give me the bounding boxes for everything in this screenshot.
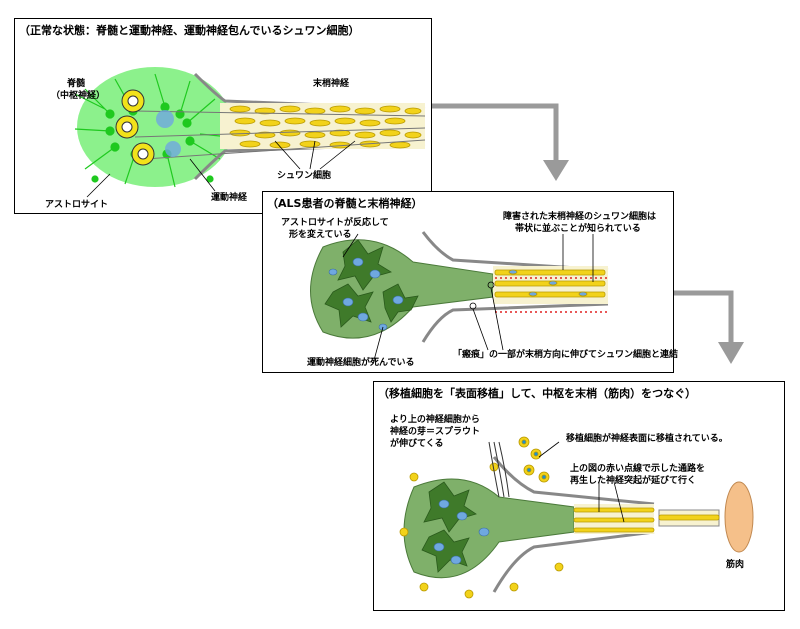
label-sprout-1: より上の神経細胞から <box>390 415 480 425</box>
panel-title: （正常な状態：脊髄と運動神経、運動神経包んでいるシュワン細胞） <box>19 24 360 37</box>
label-damaged-schwann-2: 帯状に並ぶことが知られている <box>515 224 641 234</box>
panel-transplant: （移植細胞を「表面移植」して、中枢を末梢（筋肉）をつなぐ） <box>373 381 785 611</box>
transplant-illustration <box>399 436 754 599</box>
label-cns: （中枢神経） <box>51 91 106 101</box>
red-dotted-pathways <box>495 277 608 313</box>
label-sprout-3: が伸びてくる <box>390 439 444 449</box>
motor-neurons <box>115 89 181 166</box>
arrowhead-1 <box>543 160 569 181</box>
label-astrocyte-reactive-1: アストロサイトが反応して <box>281 218 389 228</box>
als-spinal-cord-illustration <box>310 231 609 365</box>
label-sprout-2: 神経の芽＝スプラウト <box>390 427 481 437</box>
muscle <box>724 481 754 553</box>
arrowhead-2 <box>718 342 744 364</box>
motor-axons <box>134 110 426 160</box>
banded-schwann-cells <box>494 269 606 298</box>
label-spinal-cord: 脊髄 <box>67 79 86 89</box>
scar-tissue <box>310 239 494 339</box>
label-schwann-cell: シュワン細胞 <box>277 171 332 181</box>
label-astrocyte: アストロサイト <box>45 200 109 210</box>
leader-lines <box>538 441 625 523</box>
transplanted-cells <box>399 436 564 599</box>
sheath-outline <box>421 231 609 343</box>
arrow-panel2-to-panel3 <box>674 290 734 350</box>
label-muscle: 筋肉 <box>726 560 745 570</box>
label-regeneration-1: 上の図の赤い点線で示した通路を <box>570 464 706 474</box>
panel-normal-state: （正常な状態：脊髄と運動神経、運動神経包んでいるシュワン細胞） <box>14 18 432 214</box>
spinal-tissue <box>77 67 233 187</box>
distal-axon <box>658 514 720 521</box>
normal-spinal-cord-illustration <box>74 67 426 198</box>
label-peripheral-nerve: 末梢神経 <box>313 79 350 89</box>
sprout-lines <box>488 441 510 498</box>
label-motor-nerve: 運動神経 <box>211 193 248 203</box>
leader-lines <box>342 233 594 365</box>
label-transplanted-cells: 移植細胞が神経表面に移植されている。 <box>566 434 728 444</box>
label-damaged-schwann-1: 障害された末梢神経のシュワン細胞は <box>503 212 657 222</box>
label-regeneration-2: 再生した神経突起が延びて行く <box>570 476 697 486</box>
label-scar-connection: 「瘢痕」の一部が末梢方向に伸びてシュワン細胞と連結 <box>453 350 679 360</box>
panel-title: （ALS患者の脊髄と末梢神経） <box>267 197 423 210</box>
peripheral-nerve-outline <box>193 72 426 181</box>
leader-lines <box>86 140 356 198</box>
nuclei <box>433 499 490 565</box>
label-motor-neuron-dying: 運動神経細胞が死んでいる <box>307 358 415 368</box>
schwann-cells <box>229 105 422 149</box>
arrow-panel1-to-panel2 <box>432 103 559 168</box>
label-astrocyte-reactive-2: 形を変えている <box>289 230 352 240</box>
panel-title: （移植細胞を「表面移植」して、中枢を末梢（筋肉）をつなぐ） <box>378 387 697 400</box>
regenerating-axons <box>573 507 655 533</box>
panel-als-state: （ALS患者の脊髄と末梢神経） <box>262 191 678 373</box>
